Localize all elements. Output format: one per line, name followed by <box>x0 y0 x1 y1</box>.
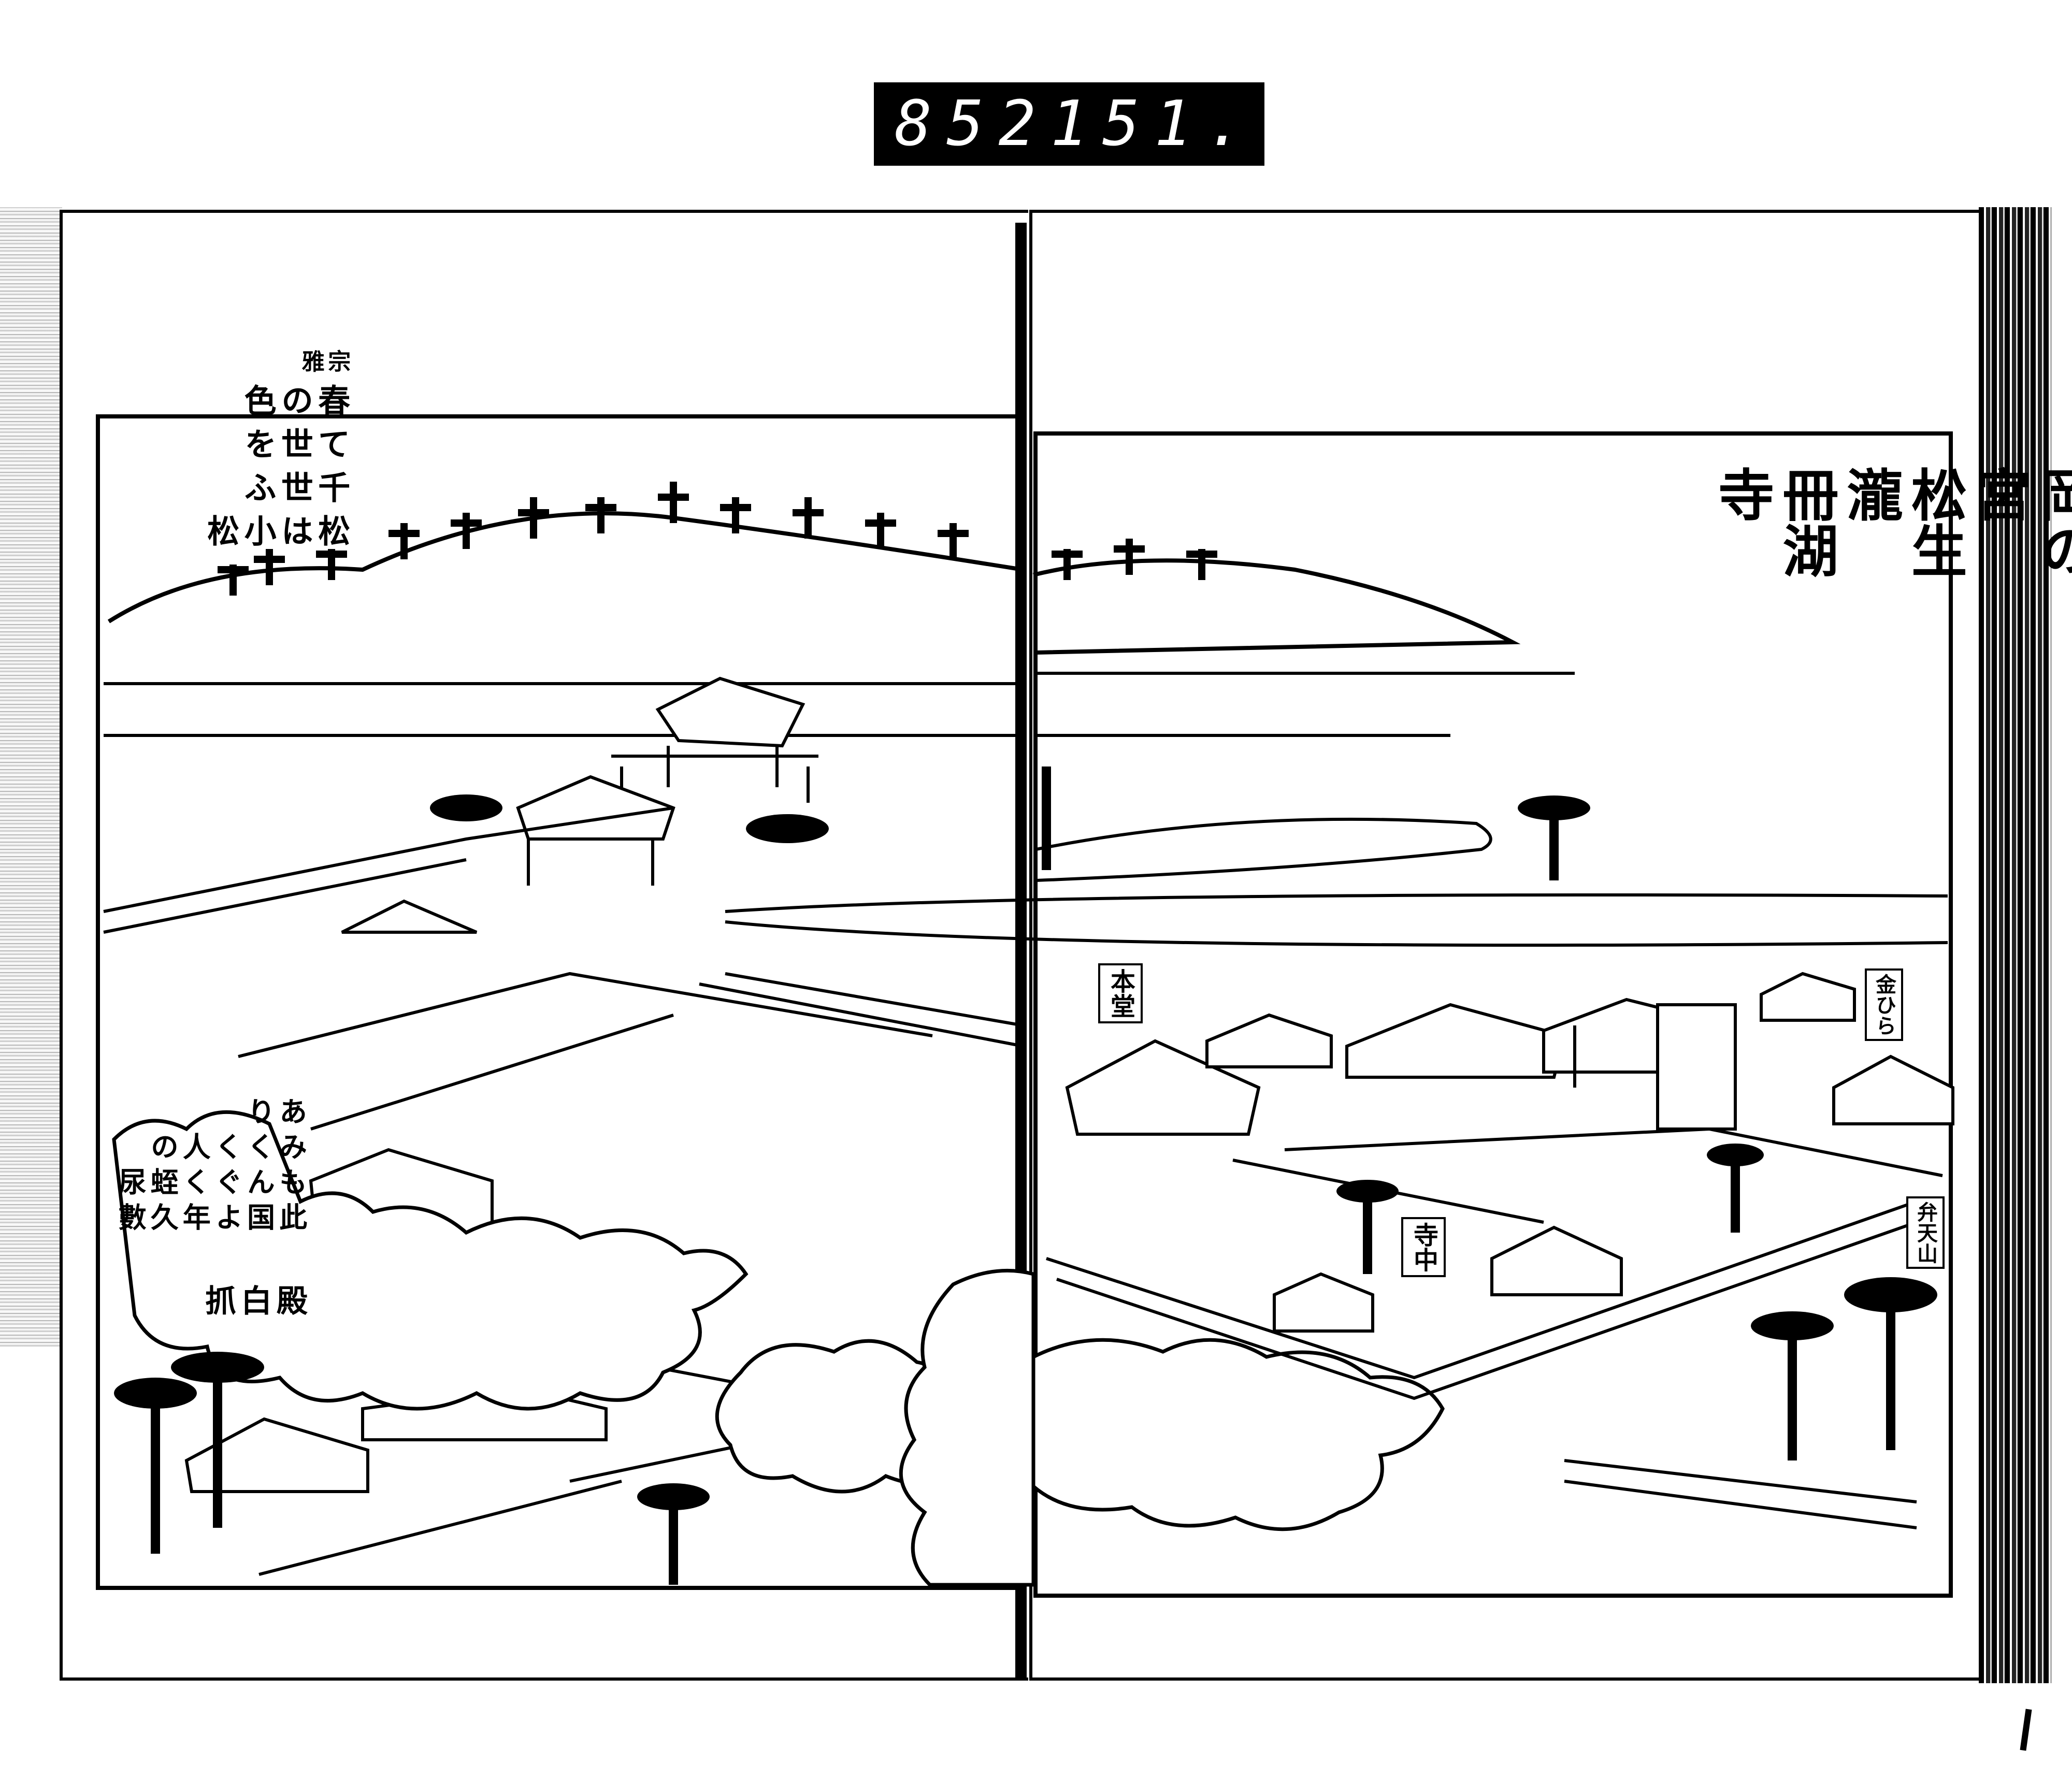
poem-line: て世を <box>238 427 351 459</box>
scanner-noise <box>0 207 62 1347</box>
hill-right <box>1033 558 1521 655</box>
poem-author: 宗雅 <box>297 350 351 372</box>
illustration-title: 岡の宮 松生瀧 冊湖寺 <box>1709 466 2072 632</box>
catalog-stamp: 852 151. <box>874 82 1264 166</box>
note-line: みくく人の <box>146 1132 308 1160</box>
title-line: 冊湖寺 <box>1709 466 1839 578</box>
temple-buildings-right <box>1065 972 1954 1333</box>
note-heading: 殿白抓 <box>199 1284 308 1315</box>
book-page-edges <box>1979 207 2051 1683</box>
title-line: 岡の宮 <box>1966 466 2072 578</box>
catalog-number-right: 151. <box>1050 88 1258 160</box>
sign-benten-hill: 弁天山 <box>1906 1196 1945 1269</box>
clouds <box>112 1110 1445 1587</box>
lake-shorelines <box>104 672 1948 947</box>
poem-line: 春の色 <box>238 384 351 416</box>
sign-konpira: 金ひら <box>1865 968 1903 1041</box>
hill-trees <box>218 482 1217 596</box>
title-line: 松生瀧 <box>1837 466 1967 578</box>
shrine-buildings-left <box>184 676 818 1493</box>
note-line: 此国よ年久數 <box>113 1203 308 1231</box>
poem-line: 松は小松 <box>202 514 351 546</box>
cloud-note: 殿白抓 此国よ年久數 もんぐく蛭尿 みくく人の あり <box>113 1097 308 1315</box>
catalog-number-left: 852 <box>895 88 1051 160</box>
note-line: もんぐく蛭尿 <box>113 1167 308 1195</box>
sign-main-hall: 本堂 <box>1098 963 1143 1023</box>
note-line: あり <box>242 1097 308 1125</box>
foreground-trees <box>151 766 1895 1585</box>
haiku-poem: 松は小松 千世ふ て世を 春の色 宗雅 <box>202 350 351 546</box>
poem-line: 千世ふ <box>238 471 351 503</box>
tree-foliage <box>114 794 1937 1510</box>
sign-temple-grounds: 寺中 <box>1401 1217 1446 1277</box>
